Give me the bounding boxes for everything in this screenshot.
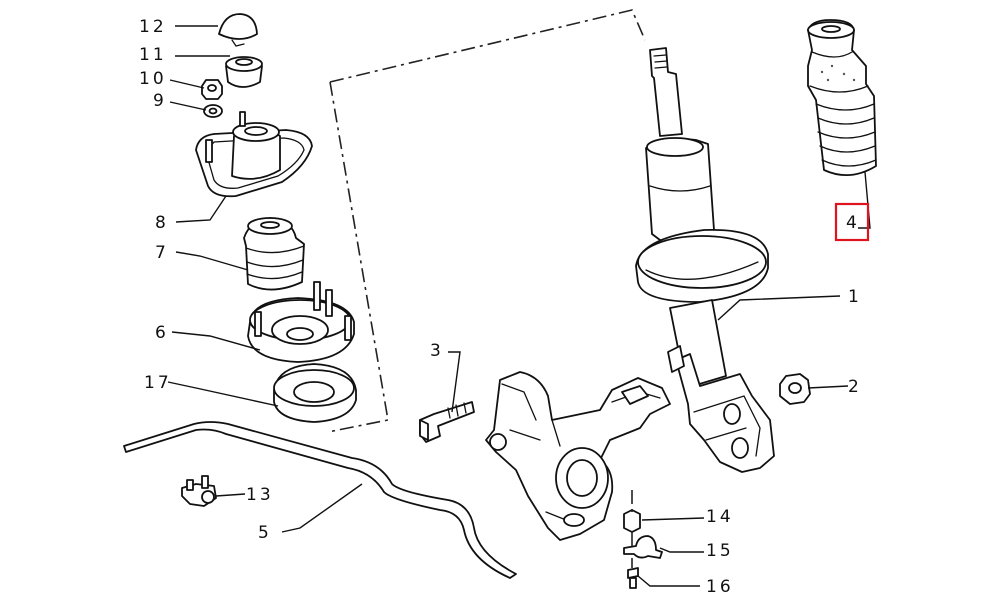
callout-12: 12 — [139, 17, 167, 37]
part-9-washer[interactable] — [203, 104, 223, 118]
callout-14: 14 — [706, 507, 734, 527]
callout-17: 17 — [144, 373, 172, 393]
callout-13: 13 — [246, 485, 274, 505]
part-13-stabilizer-link[interactable] — [181, 475, 217, 507]
callout-5: 5 — [258, 523, 272, 543]
callout-15: 15 — [706, 541, 734, 561]
callout-2: 2 — [848, 377, 862, 397]
part-5-stabilizer-bar[interactable] — [123, 421, 517, 579]
part-2-nut[interactable] — [779, 373, 811, 405]
callout-4: 4 — [846, 213, 860, 233]
part-12-cap[interactable] — [218, 13, 258, 47]
callout-6: 6 — [155, 323, 169, 343]
part-7-bump-stop[interactable] — [243, 217, 305, 291]
part-6-spring-seat[interactable] — [247, 281, 355, 363]
part-15-clamp[interactable] — [623, 535, 663, 559]
assembly-dash-outline — [327, 9, 646, 433]
callout-1: 1 — [848, 287, 862, 307]
part-8-top-mount[interactable] — [195, 111, 313, 198]
leader-lines — [167, 25, 871, 587]
part-1-strut[interactable] — [635, 47, 775, 473]
part-17-bearing[interactable] — [273, 363, 357, 423]
callout-7: 7 — [155, 243, 169, 263]
steering-knuckle[interactable] — [485, 371, 671, 541]
callout-11: 11 — [139, 45, 167, 65]
callout-9: 9 — [153, 91, 167, 111]
part-10-nut[interactable] — [201, 79, 223, 100]
part-11-bushing[interactable] — [225, 56, 263, 88]
part-14-clip[interactable] — [623, 509, 641, 533]
part-3-bolt[interactable] — [419, 401, 475, 443]
part-16-screw[interactable] — [627, 567, 639, 589]
callout-4-highlight[interactable]: 4 — [834, 202, 870, 242]
callout-16: 16 — [706, 577, 734, 597]
callout-8: 8 — [155, 213, 169, 233]
callout-3: 3 — [430, 341, 444, 361]
highlight-box — [834, 202, 870, 242]
part-4-dust-boot[interactable] — [807, 19, 877, 176]
callout-10: 10 — [139, 69, 167, 89]
